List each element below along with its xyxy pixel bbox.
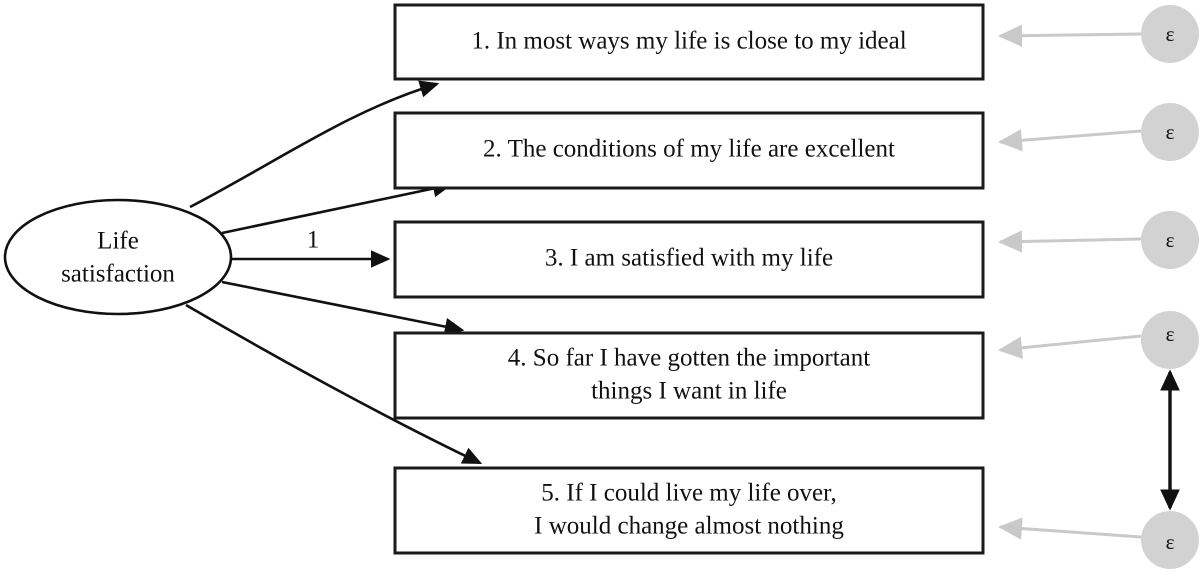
indicator-label-3: 3. I am satisfied with my life: [545, 245, 833, 272]
latent-label-line-1: Life: [97, 228, 139, 255]
error-arrow-group: [998, 24, 1142, 540]
latent-variable-life-satisfaction[interactable]: Life satisfaction: [3, 198, 233, 316]
error-label-5: ε: [1166, 530, 1175, 554]
error-label-4: ε: [1166, 322, 1175, 346]
error-label-2: ε: [1166, 120, 1175, 144]
indicator-rect-3[interactable]: [393, 220, 985, 299]
indicator-box-4[interactable]: 4. So far I have gotten the important th…: [393, 331, 985, 420]
indicator-label-2: 2. The conditions of my life are excelle…: [483, 136, 895, 163]
error-label-1: ε: [1166, 22, 1175, 46]
error-term-1[interactable]: ε: [1141, 5, 1199, 63]
indicator-rect-2[interactable]: [393, 111, 985, 190]
loading-arrow-item-1: [189, 80, 440, 209]
indicator-label-4-line-2: things I want in life: [591, 378, 787, 405]
indicator-label-5-line-2: I would change almost nothing: [534, 513, 844, 540]
error-term-3[interactable]: ε: [1141, 211, 1199, 269]
error-arrow-3: [998, 230, 1142, 253]
error-circle-5[interactable]: [1141, 511, 1199, 569]
error-arrow-2: [998, 129, 1142, 152]
error-term-4[interactable]: ε: [1141, 311, 1199, 369]
error-circle-2[interactable]: [1141, 103, 1199, 161]
loading-arrow-item-4: [221, 280, 465, 336]
indicator-box-5[interactable]: 5. If I could live my life over, I would…: [393, 466, 985, 555]
indicator-box-1[interactable]: 1. In most ways my life is close to my i…: [393, 3, 985, 81]
indicator-rect-1[interactable]: [393, 3, 985, 81]
error-circle-1[interactable]: [1141, 5, 1199, 63]
loading-arrow-group: [185, 80, 483, 465]
error-label-3: ε: [1166, 228, 1175, 252]
latent-label-line-2: satisfaction: [61, 261, 175, 288]
indicator-box-2[interactable]: 2. The conditions of my life are excelle…: [393, 111, 985, 190]
latent-ellipse[interactable]: [3, 198, 233, 316]
error-arrow-4: [998, 334, 1142, 359]
fixed-loading-label: 1: [307, 227, 320, 254]
error-circle-4[interactable]: [1141, 311, 1199, 369]
indicator-rect-4[interactable]: [393, 331, 985, 420]
indicator-label-1: 1. In most ways my life is close to my i…: [471, 28, 906, 55]
error-term-5[interactable]: ε: [1141, 511, 1199, 569]
indicator-box-3[interactable]: 3. I am satisfied with my life: [393, 220, 985, 299]
indicator-rect-5[interactable]: [393, 466, 985, 555]
error-term-2[interactable]: ε: [1141, 103, 1199, 161]
loading-arrow-item-5: [185, 303, 483, 465]
indicator-label-5-line-1: 5. If I could live my life over,: [541, 480, 836, 507]
error-circle-3[interactable]: [1141, 211, 1199, 269]
indicator-label-4-line-1: 4. So far I have gotten the important: [508, 345, 870, 372]
loading-arrow-item-2: [221, 179, 453, 235]
error-arrow-1: [998, 24, 1142, 47]
error-arrow-5: [998, 517, 1142, 540]
